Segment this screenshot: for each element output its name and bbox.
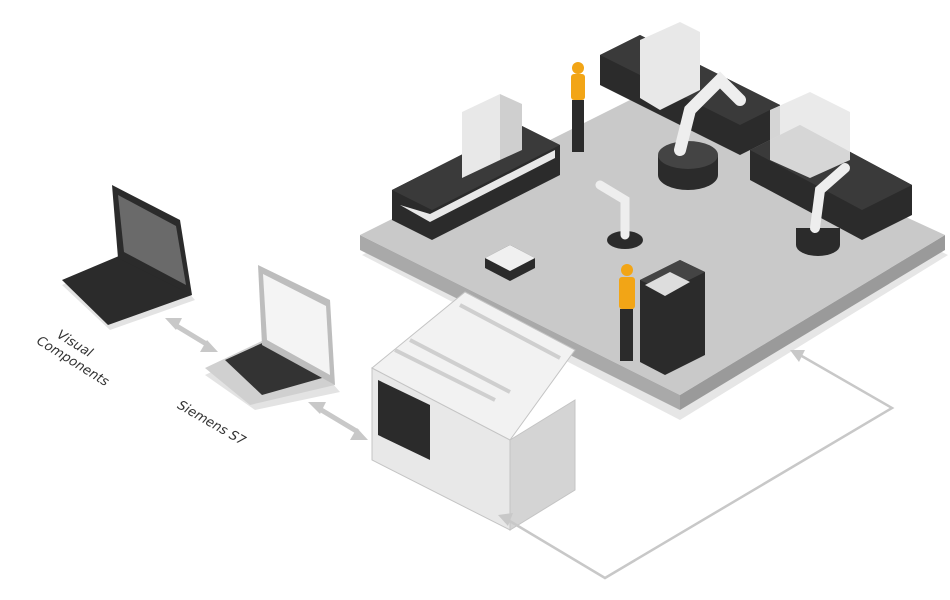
- conveyor-left: [392, 94, 560, 240]
- mobile-robot: [595, 180, 643, 249]
- feedback-arrow-floor-to-plc: [498, 350, 895, 580]
- sensor-box: [485, 245, 535, 281]
- worker-cabinet: [619, 264, 635, 361]
- arrow-laptop-to-plc: [308, 402, 368, 440]
- laptop-siemens-s7: [205, 265, 340, 410]
- arrow-laptop-to-laptop: [165, 318, 218, 352]
- robot-arm-center: [658, 71, 746, 190]
- control-cabinet: [640, 260, 705, 375]
- plc-device: [371, 291, 576, 531]
- laptop-visual-components: [62, 185, 195, 330]
- worker-top: [571, 62, 585, 152]
- robot-arm-right: [796, 163, 850, 256]
